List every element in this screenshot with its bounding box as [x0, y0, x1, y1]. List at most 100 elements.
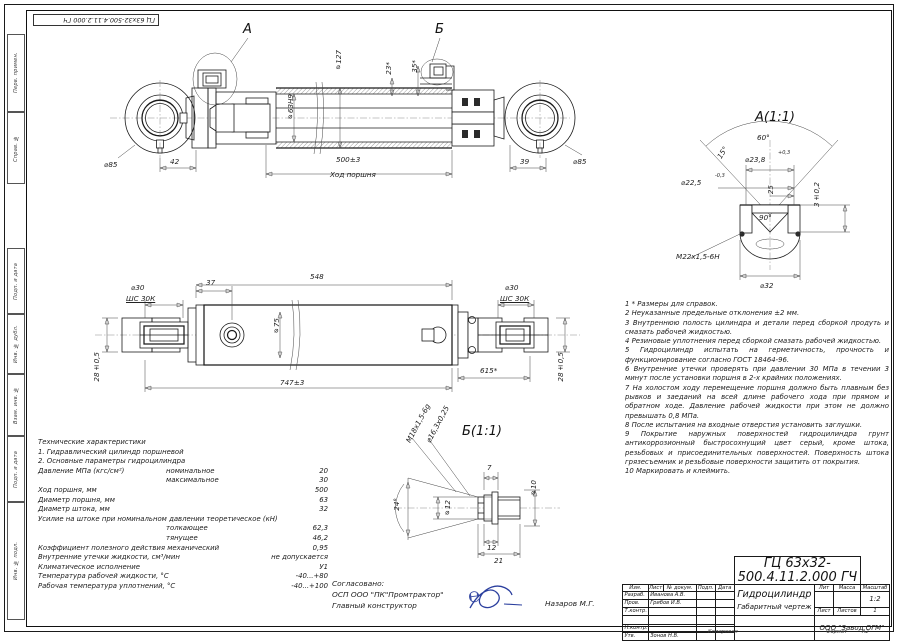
dim-len42: 42 — [170, 157, 180, 166]
spec-sublabel: тянущее — [166, 533, 198, 542]
dim-b-len21: 21 — [494, 556, 504, 565]
detail-b-title: Б(1:1) — [462, 424, 502, 439]
tb-name-1: Грибов И.В. — [647, 599, 697, 609]
spec-label: Усилие на штоке при номинальном давлении… — [38, 514, 278, 523]
spec-row: Диаметр поршня, мм 63 — [38, 496, 328, 506]
spec-value: 62,3 — [312, 524, 328, 533]
tb-role-3 — [622, 615, 649, 626]
approval-block: Согласовано: ОСП ООО "ПК"Промтрактор" Гл… — [332, 578, 444, 611]
technical-note: 6 Внутренние утечки проверять при давлен… — [625, 365, 889, 383]
detail-marker-b-top: Б — [435, 22, 444, 37]
spec-label: Коэффициент полезного действия механичес… — [38, 543, 220, 552]
format-label: Формат — [826, 629, 848, 635]
spec-row: Температура рабочей жидкости, °С-40...+8… — [38, 572, 328, 582]
approval-name: Назаров М.Г. — [545, 599, 595, 608]
technical-note: 4 Резиновые уплотнения перед сборкой сма… — [625, 337, 882, 346]
approval-line1: Согласовано: — [332, 579, 385, 588]
dim-stroke-value: 500±3 — [336, 155, 361, 164]
technical-note: 3 Внутреннюю полость цилиндра и детали п… — [625, 318, 889, 336]
spec-row: Рабочая температура уплотнений, °С-40...… — [38, 582, 328, 592]
tb-role-4: Н.контр. — [622, 624, 649, 634]
tb-header-podp: Подп. — [695, 584, 716, 593]
technical-note: 7 На холостом ходу перемещение поршня до… — [625, 383, 889, 420]
spec-value: не допускается — [271, 553, 328, 562]
spec-row: толкающее 62,3 — [38, 524, 328, 534]
spec-label: Рабочая температура уплотнений, °С — [38, 581, 176, 590]
spec-row: Коэффициент полезного действия механичес… — [38, 544, 328, 554]
specs-title: Технические характеристики — [38, 438, 146, 446]
spec-label: Ход поршня, мм — [38, 485, 97, 494]
technical-notes-list: 1 * Размеры для справок.2 Неуказанные пр… — [625, 300, 889, 477]
spec-row: Внутренние утечки жидкости, см³/мин не до… — [38, 553, 328, 563]
spec-value: 0,95 — [312, 543, 328, 552]
spec-sublabel: номинальное — [166, 466, 215, 475]
spec-value: 63 — [319, 495, 328, 504]
dim-len39: 39 — [520, 157, 530, 166]
tb-doc-type: Габаритный чертеж — [737, 602, 812, 611]
technical-note: 1 * Размеры для справок. — [625, 300, 718, 308]
spec-label: Внутренние утечки жидкости, см³/мин — [38, 553, 180, 562]
spec-row: Ход поршня, мм 500 — [38, 486, 328, 496]
dim-len548: 548 — [310, 272, 324, 281]
technical-specs-block: Технические характеристики 1. Гидравличе… — [38, 438, 328, 592]
spec-sublabel: толкающее — [166, 524, 208, 533]
sheet-outer-border — [4, 4, 894, 632]
spec-value: 500 — [314, 485, 328, 494]
format-value: А2 — [862, 629, 869, 635]
dim-b-len7: 7 — [487, 463, 492, 472]
technical-note: 5 Гидроцилиндр испытать на герметичность… — [625, 346, 889, 364]
approval-line3: Главный конструктор — [332, 601, 417, 610]
sheet-inner-border — [26, 10, 892, 627]
tb-scale-label: Масштаб — [860, 584, 890, 593]
tb-mass-label: Масса — [833, 584, 861, 593]
spec-label: Диаметр штока, мм — [38, 505, 110, 514]
dim-d85-left: ⌀85 — [104, 160, 118, 169]
tb-role-0: Разраб. — [622, 591, 649, 601]
spec-sublabel: максимальное — [166, 476, 219, 485]
tb-header-data: Дата — [714, 584, 735, 593]
spec-row: Диаметр штока, мм 32 — [38, 505, 328, 515]
dim-d30-right: ⌀30 — [505, 283, 519, 292]
dim-bearing-left: ШС 30К — [126, 294, 156, 303]
tb-name-0: Иванова А.В. — [647, 591, 697, 601]
tb-role-2: Т.контр. — [622, 607, 649, 617]
spec-value: 32 — [319, 505, 328, 514]
tb-sheet-label: Лист — [814, 607, 834, 617]
dim-b-len12: 12 — [487, 543, 497, 552]
tb-sheets-label: Листов — [833, 607, 861, 617]
spec-value: 30 — [319, 476, 328, 485]
dim-a-thread: M22x1,5-6H — [676, 252, 720, 261]
spec-label: Климатическое исполнение — [38, 562, 140, 571]
tb-designation: ГЦ 63х32-500.4.11.2.000 ГЧ — [733, 555, 862, 586]
technical-note: 10 Маркировать и клеймить. — [625, 467, 731, 476]
dim-len37: 37 — [206, 278, 216, 287]
technical-note: 9 Покрытие наружных поверхностей гидроци… — [625, 430, 889, 467]
tb-product-name: Гидроцилиндр — [737, 588, 812, 600]
dim-a-angle90: 90° — [759, 213, 772, 222]
dim-stroke-label: Ход поршня — [330, 170, 376, 179]
spec-row: Усилие на штоке при номинальном давлении… — [38, 515, 328, 525]
copied-label: Копировал — [708, 629, 738, 635]
spec-value: 20 — [319, 466, 328, 475]
tb-header-doc: № докум. — [662, 584, 697, 593]
spec-label: Диаметр поршня, мм — [38, 495, 115, 504]
spec-label: Температура рабочей жидкости, °С — [38, 572, 169, 581]
spec-value: 46,2 — [312, 533, 328, 542]
dim-a-d32: ⌀32 — [760, 281, 774, 290]
dim-a-d238-tol: +0,3 — [778, 150, 791, 156]
tb-name-3 — [647, 615, 697, 626]
dim-d85-right: ⌀85 — [573, 157, 587, 166]
approval-line2: ОСП ООО "ПК"Промтрактор" — [332, 590, 444, 599]
technical-note: 8 После испытания на входные отверстия у… — [625, 420, 863, 429]
dim-len615: 615* — [480, 366, 498, 375]
dim-a-d225-tol: -0,3 — [715, 173, 725, 179]
dim-a-angle60: 60° — [757, 133, 770, 142]
spec-row: тянущее 46,2 — [38, 534, 328, 544]
dim-a-d238: ⌀23,8 — [745, 155, 766, 164]
